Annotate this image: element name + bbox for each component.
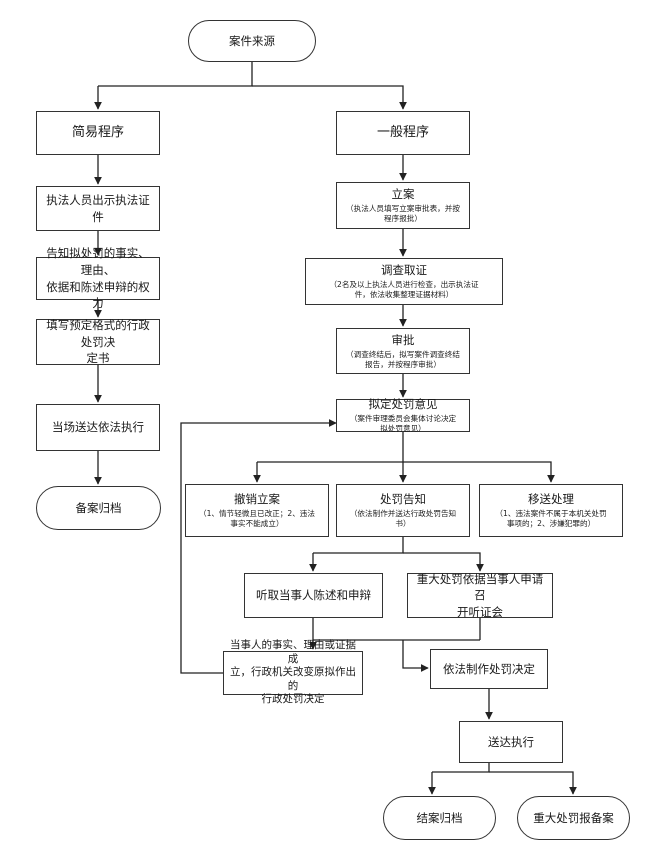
- connector-start: [98, 62, 253, 87]
- delivery-execution-label: 送达执行: [488, 734, 534, 749]
- case-filing-note: （执法人员填写立案审批表，并按 程序报批）: [346, 204, 460, 224]
- arrow-feedback-loop: [180, 419, 337, 674]
- hear-statement-label: 听取当事人陈述和申辩: [256, 588, 371, 603]
- revoke-case-note: （1、情节轻微且已改正；2、违法 事实不能成立）: [199, 509, 315, 529]
- case-filing-title: 立案: [391, 187, 415, 202]
- approval-box: 审批 （调查终结后，拟写案件调查终结 报告，并按程序审批）: [336, 328, 470, 374]
- case-filing-box: 立案 （执法人员填写立案审批表，并按 程序报批）: [336, 182, 470, 229]
- simple-procedure-label: 简易程序: [71, 124, 124, 140]
- hearing-request-label: 重大处罚依据当事人申请召 开听证会: [416, 571, 544, 619]
- change-decision-box: 当事人的事实、理由或证据成 立，行政机关改变原拟作出的 行政处罚决定: [223, 639, 363, 705]
- transfer-handling-note: （1、违法案件不属于本机关处罚 事项的；2、涉嫌犯罪的）: [495, 509, 607, 529]
- fill-decision-form-box: 填写预定格式的行政处罚决 定书: [36, 318, 160, 366]
- close-archive-node: 结案归档: [383, 796, 496, 840]
- show-credentials-box: 执法人员出示执法证件: [36, 186, 160, 231]
- arrow-to-e2: [489, 771, 577, 795]
- transfer-handling-title: 移送处理: [528, 492, 574, 507]
- general-procedure-label: 一般程序: [376, 124, 429, 140]
- general-procedure-box: 一般程序: [336, 111, 470, 155]
- penalty-notice-box: 处罚告知 （依法制作并送达行政处罚告知 书）: [336, 484, 470, 537]
- delivery-execution-box: 送达执行: [459, 721, 563, 763]
- major-penalty-record-label: 重大处罚报备案: [533, 810, 614, 825]
- investigation-box: 调查取证 （2名及以上执法人员进行检查，出示执法证 件，依法收集整理证据材料）: [305, 258, 503, 305]
- draft-penalty-opinion-title: 拟定处罚意见: [368, 397, 438, 412]
- make-decision-box: 依法制作处罚决定: [430, 649, 548, 689]
- start-node-label: 案件来源: [229, 33, 275, 48]
- notify-rights-label: 告知拟处罚的事实、理由、 依据和陈述申辩的权力: [46, 246, 150, 311]
- arrow-to-b3: [403, 461, 555, 483]
- major-penalty-record-node: 重大处罚报备案: [517, 796, 630, 840]
- close-archive-label: 结案归档: [416, 810, 463, 825]
- investigation-note: （2名及以上执法人员进行检查，出示执法证 件，依法收集整理证据材料）: [329, 280, 479, 300]
- revoke-case-box: 撤销立案 （1、情节轻微且已改正；2、违法 事实不能成立）: [185, 484, 329, 537]
- arrow-to-h2: [403, 552, 484, 572]
- connector-g4-branch: [257, 432, 404, 463]
- hear-statement-box: 听取当事人陈述和申辩: [244, 573, 383, 618]
- simple-archive-node: 备案归档: [36, 486, 161, 530]
- arrow-merge-to-c2: [402, 640, 429, 672]
- transfer-handling-box: 移送处理 （1、违法案件不属于本机关处罚 事项的；2、涉嫌犯罪的）: [479, 484, 623, 537]
- connector-start-to-general: [252, 85, 407, 110]
- simple-procedure-box: 简易程序: [36, 111, 160, 155]
- simple-archive-label: 备案归档: [75, 500, 122, 515]
- change-decision-label: 当事人的事实、理由或证据成 立，行政机关改变原拟作出的 行政处罚决定: [230, 638, 356, 706]
- approval-note: （调查终结后，拟写案件调查终结 报告，并按程序审批）: [346, 349, 460, 369]
- penalty-notice-title: 处罚告知: [380, 492, 426, 507]
- draft-penalty-opinion-box: 拟定处罚意见 （案件审理委员会集体讨论决定 拟处罚意见）: [336, 397, 470, 434]
- make-decision-label: 依法制作处罚决定: [443, 661, 535, 676]
- connector-d1-split: [432, 763, 490, 773]
- notify-rights-box: 告知拟处罚的事实、理由、 依据和陈述申辩的权力: [36, 246, 160, 310]
- onsite-delivery-label: 当场送达依法执行: [52, 420, 144, 435]
- revoke-case-title: 撤销立案: [234, 492, 280, 507]
- start-node: 案件来源: [188, 20, 316, 62]
- approval-title: 审批: [391, 332, 415, 347]
- investigation-title: 调查取证: [381, 263, 427, 278]
- connector-b2-split: [313, 537, 404, 554]
- hearing-request-box: 重大处罚依据当事人申请召 开听证会: [407, 571, 553, 619]
- fill-decision-form-label: 填写预定格式的行政处罚决 定书: [46, 318, 150, 366]
- show-credentials-label: 执法人员出示执法证件: [46, 192, 150, 224]
- penalty-notice-note: （依法制作并送达行政处罚告知 书）: [349, 509, 457, 529]
- draft-penalty-opinion-note: （案件审理委员会集体讨论决定 拟处罚意见）: [349, 414, 457, 434]
- onsite-delivery-box: 当场送达依法执行: [36, 404, 160, 451]
